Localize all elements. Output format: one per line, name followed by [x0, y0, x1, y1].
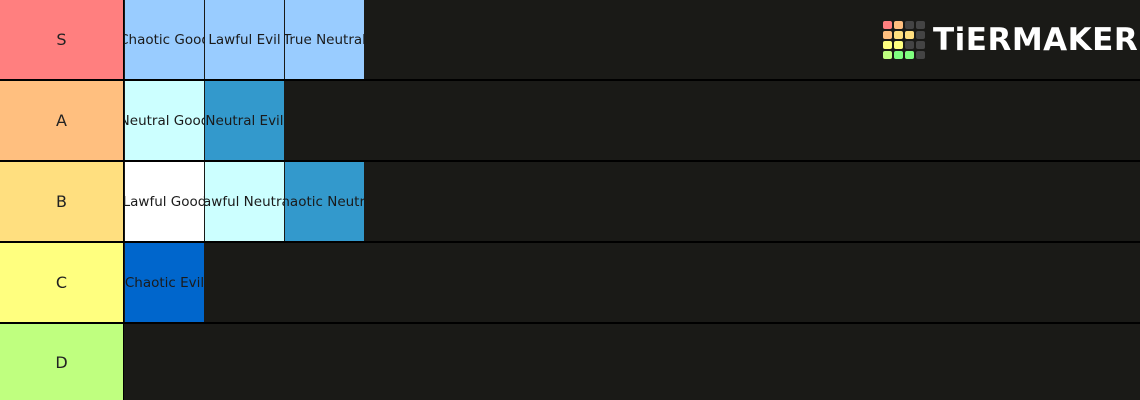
tier-item-label: Lawful Neutral — [205, 193, 284, 210]
tier-item-card[interactable]: Neutral Good — [125, 81, 204, 160]
logo-text: TiERMAKER — [933, 22, 1139, 58]
logo-grid-cell — [905, 51, 914, 59]
logo-grid-cell — [894, 31, 903, 39]
tier-label[interactable]: C — [0, 243, 124, 322]
tier-items: Neutral GoodNeutral Evil — [125, 81, 285, 160]
tier-item-card[interactable]: Lawful Evil — [205, 0, 284, 79]
tier-row-a: ANeutral GoodNeutral Evil — [0, 81, 1140, 160]
logo-grid-cell — [883, 41, 892, 49]
tier-item-card[interactable]: Neutral Evil — [205, 81, 284, 160]
tier-item-card[interactable]: True Neutral — [285, 0, 364, 79]
logo-grid-cell — [894, 21, 903, 29]
tier-item-label: Neutral Good — [125, 112, 204, 129]
logo-grid-cell — [916, 21, 925, 29]
tier-item-label: Lawful Good — [125, 193, 204, 210]
logo-grid-cell — [883, 31, 892, 39]
tier-item-label: Chaotic Good — [125, 31, 204, 48]
logo-grid-cell — [905, 31, 914, 39]
tier-label[interactable]: S — [0, 0, 124, 79]
logo-grid-cell — [916, 41, 925, 49]
tier-item-label: True Neutral — [285, 31, 364, 48]
tier-item-card[interactable]: Lawful Neutral — [205, 162, 284, 241]
logo-grid-cell — [883, 51, 892, 59]
tier-item-label: Chaotic Neutral — [285, 193, 364, 210]
tier-label[interactable]: B — [0, 162, 124, 241]
tier-label[interactable]: A — [0, 81, 124, 160]
tier-items: Lawful GoodLawful NeutralChaotic Neutral — [125, 162, 365, 241]
tier-item-label: Lawful Evil — [208, 31, 281, 48]
tier-item-card[interactable]: Chaotic Neutral — [285, 162, 364, 241]
logo-grid-cell — [883, 21, 892, 29]
logo-grid-cell — [905, 21, 914, 29]
logo-grid-icon — [883, 21, 925, 59]
tier-item-card[interactable]: Chaotic Evil — [125, 243, 204, 322]
tier-item-card[interactable]: Lawful Good — [125, 162, 204, 241]
tier-label[interactable]: D — [0, 324, 124, 400]
tier-row-d: D — [0, 324, 1140, 400]
logo-grid-cell — [916, 31, 925, 39]
tiermaker-logo: TiERMAKER — [883, 20, 1138, 60]
logo-grid-cell — [905, 41, 914, 49]
logo-grid-cell — [894, 51, 903, 59]
tier-items: Chaotic Evil — [125, 243, 205, 322]
tier-item-label: Neutral Evil — [205, 112, 284, 129]
tier-item-card[interactable]: Chaotic Good — [125, 0, 204, 79]
logo-grid-cell — [894, 41, 903, 49]
tier-item-label: Chaotic Evil — [125, 274, 204, 291]
logo-grid-cell — [916, 51, 925, 59]
